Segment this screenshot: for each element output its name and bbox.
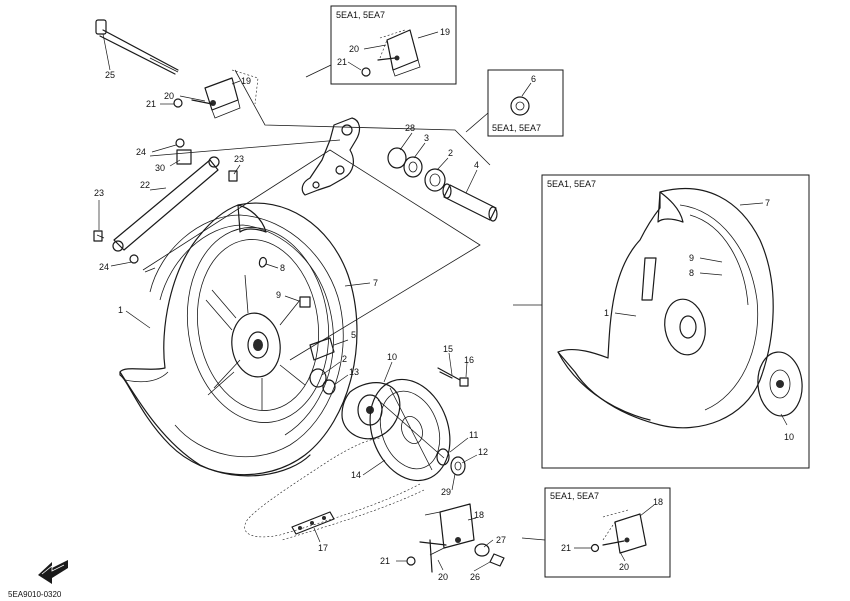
callout-1: 1	[118, 305, 123, 315]
inset-bottom-label-21: 21	[561, 543, 571, 553]
inset-large-title: 5EA1, 5EA7	[547, 179, 596, 189]
callout-2-lower: 2	[342, 354, 347, 364]
callout-21: 21	[146, 99, 156, 109]
callout-23-top: 23	[234, 154, 244, 164]
inset-top	[305, 5, 457, 85]
brake-caliper-bracket	[301, 117, 361, 196]
callout-10: 10	[387, 352, 397, 362]
callout-labels: 25 19 20 21 28 3 2 4 24 30 23 22 23 24 8…	[94, 70, 506, 582]
callout-9: 9	[276, 290, 281, 300]
inset-large-label-1: 1	[604, 308, 609, 318]
inset-bottom-label-20: 20	[619, 562, 629, 572]
callout-18: 18	[474, 510, 484, 520]
hub-parts-left	[309, 337, 336, 395]
torque-rod	[93, 138, 238, 264]
callout-26: 26	[470, 572, 480, 582]
callout-21-bottom: 21	[380, 556, 390, 566]
inset-bottom-label-18: 18	[653, 497, 663, 507]
inset-small-title: 5EA1, 5EA7	[492, 123, 541, 133]
inset-large-label-8: 8	[689, 268, 694, 278]
callout-19: 19	[241, 76, 251, 86]
callout-12: 12	[478, 447, 488, 457]
callout-3: 3	[424, 133, 429, 143]
axle-spacers-right	[387, 147, 498, 222]
callout-8: 8	[280, 263, 285, 273]
inset-small	[465, 69, 564, 137]
callout-16: 16	[464, 355, 474, 365]
inset-bottom	[521, 487, 671, 578]
callout-14: 14	[351, 470, 361, 480]
inset-large-label-10: 10	[784, 432, 794, 442]
callout-2: 2	[448, 148, 453, 158]
callout-27: 27	[496, 535, 506, 545]
callout-17: 17	[318, 543, 328, 553]
inset-bottom-title: 5EA1, 5EA7	[550, 491, 599, 501]
inset-top-label-21: 21	[337, 57, 347, 67]
callout-4: 4	[474, 160, 479, 170]
chain-adjuster-bottom	[406, 503, 505, 573]
front-arrow-icon	[38, 560, 68, 584]
callout-11: 11	[469, 430, 478, 440]
inset-small-label-6: 6	[531, 74, 536, 84]
inset-top-label-19: 19	[440, 27, 450, 37]
figure-code: 5EA9010-0320	[8, 590, 62, 599]
callout-23-bottom: 23	[94, 188, 104, 198]
callout-29: 29	[441, 487, 451, 497]
sprocket-assembly	[341, 367, 469, 482]
callout-13: 13	[349, 367, 359, 377]
inset-large	[513, 174, 810, 469]
callout-22: 22	[140, 180, 150, 190]
callout-15: 15	[443, 344, 453, 354]
inset-large-label-7: 7	[765, 198, 770, 208]
drive-chain	[244, 437, 425, 541]
callout-24-top: 24	[136, 147, 146, 157]
leader-lines	[98, 33, 494, 572]
callout-20-bottom: 20	[438, 572, 448, 582]
chain-adjuster	[173, 69, 259, 119]
callout-25: 25	[105, 70, 115, 80]
inset-top-label-20: 20	[349, 44, 359, 54]
callout-20: 20	[164, 91, 174, 101]
callout-24-bottom: 24	[99, 262, 109, 272]
inset-large-label-9: 9	[689, 253, 694, 263]
callout-30: 30	[155, 163, 165, 173]
callout-28: 28	[405, 123, 415, 133]
rear-wheel	[119, 202, 358, 477]
axle	[95, 19, 179, 75]
inset-top-title: 5EA1, 5EA7	[336, 10, 385, 20]
callout-7: 7	[373, 278, 378, 288]
callout-5: 5	[351, 330, 356, 340]
inset-labels: 5EA1, 5EA7 20 19 21 5EA1, 5EA7 6 5EA1, 5…	[336, 10, 794, 572]
